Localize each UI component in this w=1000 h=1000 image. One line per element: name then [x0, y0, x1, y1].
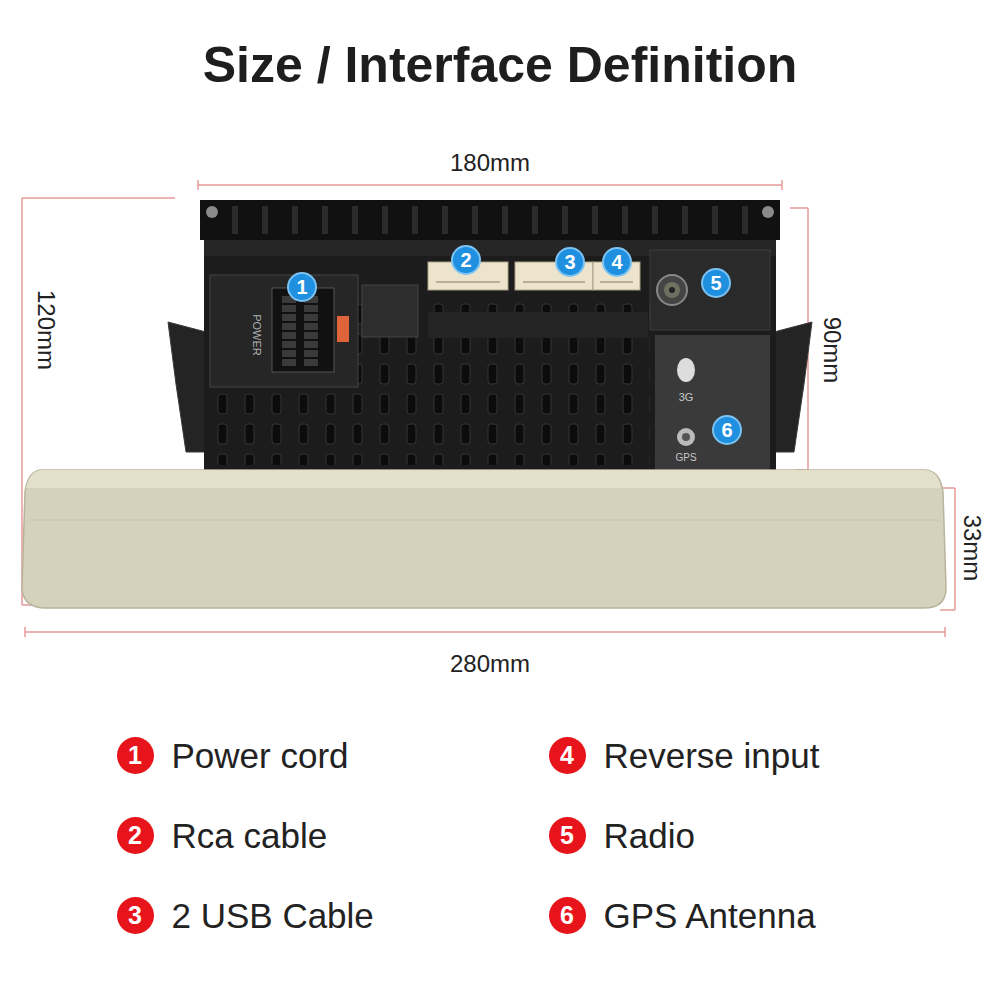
number-text: 5: [710, 273, 721, 293]
port-marking: 3G: [679, 392, 694, 403]
item-label: Power cord: [172, 738, 349, 773]
number-text: 4: [560, 743, 574, 768]
port-marking: GPS: [675, 453, 696, 463]
item-label: Radio: [604, 818, 695, 853]
dimension-label: 180mm: [450, 151, 530, 175]
number-text: 1: [128, 743, 142, 768]
power-socket-area: [210, 275, 358, 387]
fuse: [337, 316, 349, 342]
housing-top-strip: [200, 200, 780, 240]
label-text: 120mm: [33, 290, 60, 370]
callout-number: 4: [602, 247, 632, 277]
antenna-bay: [650, 250, 770, 330]
number-text: 6: [560, 903, 574, 928]
radio-antenna-socket: [657, 275, 687, 305]
dimension-label: 280mm: [450, 652, 530, 676]
screw: [206, 206, 218, 218]
label-text: 280mm: [450, 650, 530, 677]
label-text: 3G: [679, 391, 694, 403]
callout-number: 3: [555, 247, 585, 277]
list-number: 32 USB Cable: [117, 897, 154, 934]
dimension-lines: [22, 180, 955, 637]
radio-antenna-socket: [669, 287, 675, 293]
dimension-label: 90mm: [820, 317, 844, 384]
number-text: 3: [564, 252, 575, 272]
housing: [204, 200, 776, 472]
list-number: 6GPS Antenna: [549, 897, 586, 934]
front-panel: [22, 470, 946, 608]
number-text: 2: [128, 823, 142, 848]
dimension-label: 33mm: [960, 515, 984, 582]
number-text: 5: [560, 823, 574, 848]
number-text: 1: [296, 277, 307, 297]
list-number: 2Rca cable: [117, 817, 154, 854]
item-label: Reverse input: [604, 738, 820, 773]
radio-antenna-socket: [664, 282, 680, 298]
gps-socket: [682, 433, 690, 441]
title: Size / Interface Definition: [0, 36, 1000, 94]
number-text: 4: [611, 252, 622, 272]
callout-number: 6: [712, 415, 742, 445]
port-marking: POWER: [251, 314, 262, 356]
label-text: 180mm: [450, 149, 530, 176]
list-number: 4Reverse input: [549, 737, 586, 774]
module-panel: [655, 335, 770, 472]
connector-slots: [436, 281, 633, 283]
callout-number: 2: [451, 245, 481, 275]
screw: [762, 206, 774, 218]
item-label: Rca cable: [172, 818, 328, 853]
list-number: 5Radio: [549, 817, 586, 854]
label-text: POWER: [251, 314, 263, 356]
item-label: GPS Antenna: [604, 898, 816, 933]
connector-pins: [282, 296, 318, 366]
callout-number: 1: [287, 272, 317, 302]
label-text: GPS: [675, 452, 696, 463]
number-text: 2: [460, 250, 471, 270]
front-panel-seam: [30, 520, 940, 521]
dimension-label: 120mm: [34, 290, 58, 370]
side-bracket: [774, 322, 812, 452]
3g-port: [677, 358, 695, 382]
number-text: 6: [721, 420, 732, 440]
title-text: Size / Interface Definition: [203, 37, 798, 93]
socket-block: [362, 285, 418, 337]
front-panel-lip: [26, 470, 941, 488]
housing-ribs: [232, 206, 748, 234]
side-bracket: [168, 322, 206, 452]
callout-number: 5: [701, 268, 731, 298]
item-label: 2 USB Cable: [172, 898, 374, 933]
number-text: 3: [128, 903, 142, 928]
gps-socket: [677, 428, 695, 446]
label-text: 90mm: [819, 317, 846, 384]
socket-ridge: [428, 312, 648, 338]
label-text: 33mm: [959, 515, 986, 582]
list-number: 1Power cord: [117, 737, 154, 774]
